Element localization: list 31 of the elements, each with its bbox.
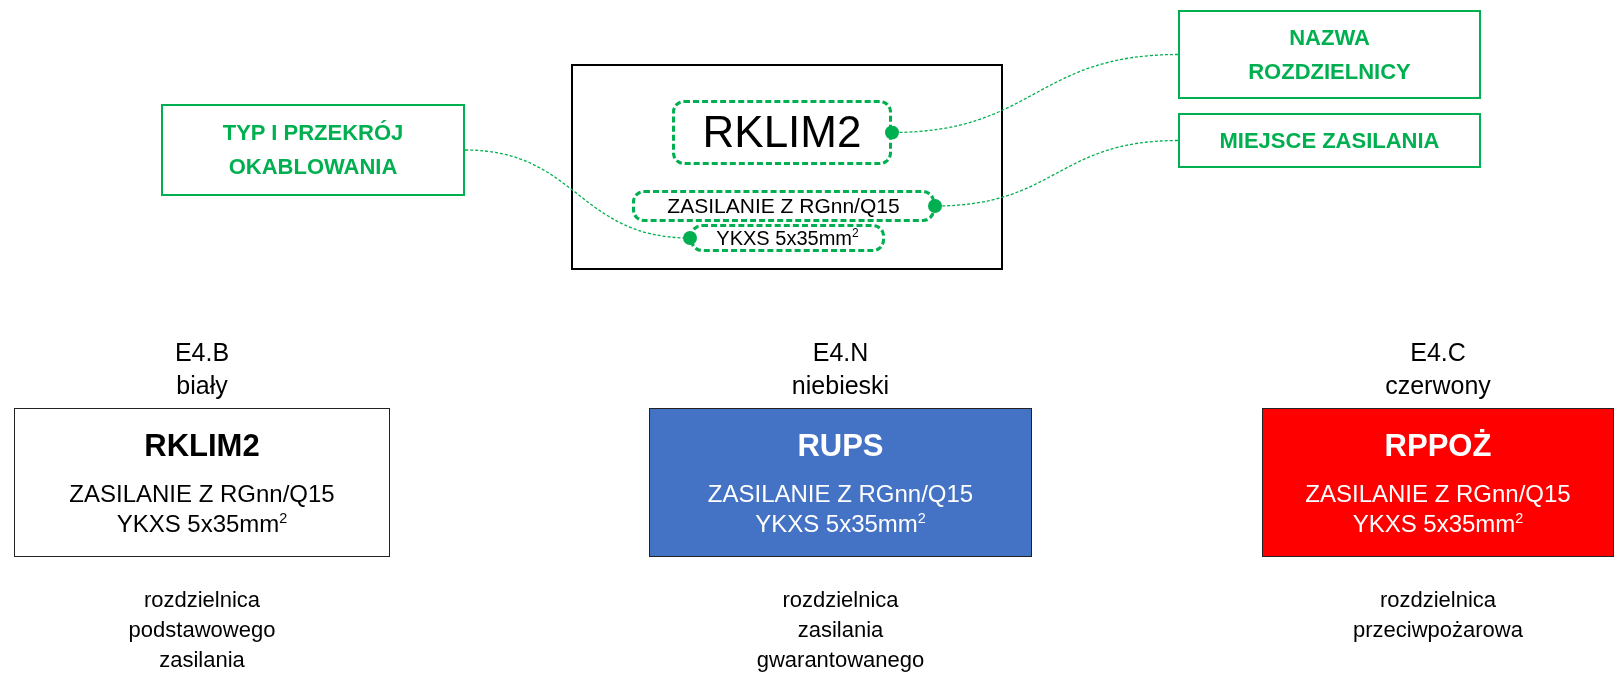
callout-box <box>1178 10 1481 99</box>
field-text: ZASILANIE Z RGnn/Q15 <box>667 194 900 218</box>
plate-title: RUPS <box>797 426 884 465</box>
dashed-field <box>690 224 885 252</box>
plate-text: ZASILANIE Z RGnn/Q15 YKXS 5x35mm$^{2}$ <box>68 478 336 539</box>
plate-text: ZASILANIE Z RGnn/Q15 YKXS 5x35mm$^{2}$ <box>1304 478 1572 539</box>
label-plate <box>1262 408 1614 557</box>
callout-text: TYP I PRZEKRÓJ OKABLOWANIA <box>221 119 405 181</box>
callout-box <box>1178 113 1481 168</box>
color-caption: E4.B biały <box>173 337 231 401</box>
dashed-field <box>672 100 892 165</box>
plate-title: RPPOŻ <box>1384 426 1492 465</box>
label-plate <box>14 408 390 557</box>
color-caption: E4.N niebieski <box>790 337 891 401</box>
description-text: rozdzielnica podstawowego zasilania <box>127 586 277 674</box>
callout-text: NAZWA ROZDZIELNICY <box>1247 23 1412 86</box>
callout-text: MIEJSCE ZASILANIA <box>1219 126 1440 155</box>
callout-box <box>161 104 465 196</box>
plate-text: ZASILANIE Z RGnn/Q15 YKXS 5x35mm$^{2}$ <box>706 478 975 539</box>
leader-line <box>464 149 697 245</box>
field-text: RKLIM2 <box>702 108 862 157</box>
dashed-field <box>632 190 935 222</box>
color-caption: E4.C czerwony <box>1384 337 1492 401</box>
field-text: YKXS 5x35mm$^{2}$ <box>716 227 859 249</box>
description-text: rozdzielnica zasilania gwarantowanego <box>755 586 926 674</box>
plate-title: RKLIM2 <box>144 426 260 465</box>
description-text: rozdzielnica przeciwpożarowa <box>1352 586 1524 644</box>
leader-line <box>928 139 1179 213</box>
label-box <box>571 64 1003 270</box>
label-plate <box>649 408 1032 557</box>
leader-line <box>885 53 1179 140</box>
